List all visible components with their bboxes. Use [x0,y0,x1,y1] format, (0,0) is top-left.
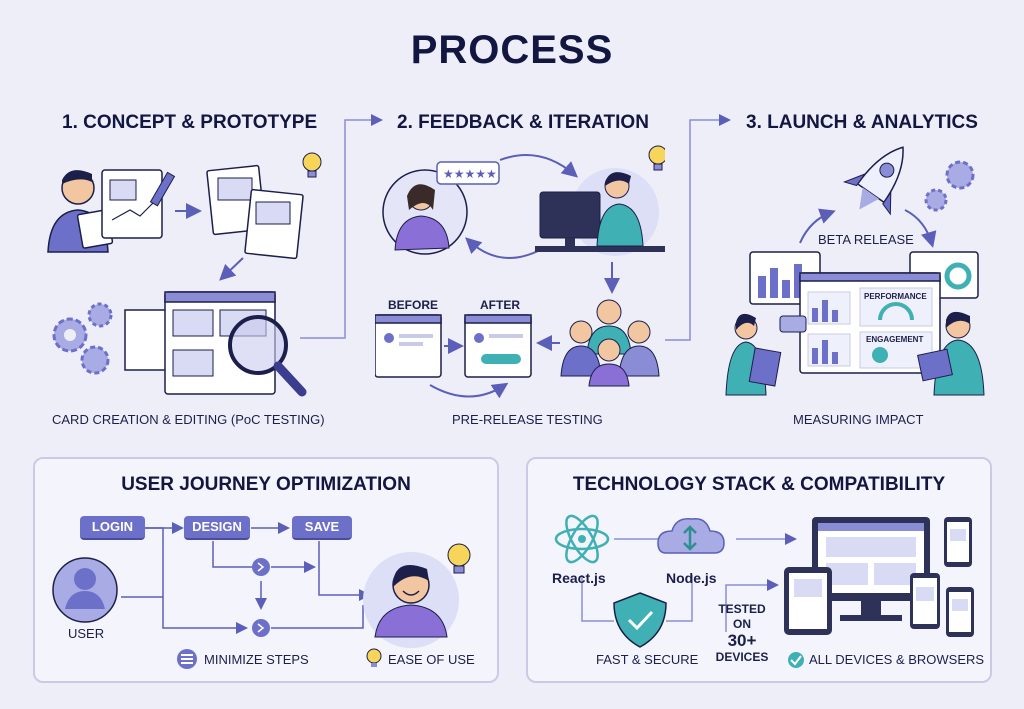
svg-text:★★★★★: ★★★★★ [443,167,497,181]
login-button[interactable]: LOGIN [80,516,145,540]
step-1-caption: CARD CREATION & EDITING (PoC TESTING) [52,412,325,427]
launch-illustration [725,146,985,396]
step-3-title: 3. LAUNCH & ANALYTICS [746,112,978,133]
step-3-caption: MEASURING IMPACT [793,412,924,427]
user-journey-title: USER JOURNEY OPTIMIZATION [121,474,411,495]
minimize-steps-label: MINIMIZE STEPS [204,652,309,667]
performance-label: PERFORMANCE [864,292,927,301]
design-button[interactable]: DESIGN [184,516,250,540]
node-label: Node.js [666,570,717,586]
tested-line-1: TESTED [718,602,766,616]
ease-of-use-label: EASE OF USE [388,652,475,667]
after-label: AFTER [480,298,520,312]
step-1-title: 1. CONCEPT & PROTOTYPE [62,112,318,133]
user-journey-flow [52,522,471,669]
all-devices-label: ALL DEVICES & BROWSERS [809,652,985,667]
tested-devices-label: TESTED ON 30+ DEVICES [712,602,772,665]
engagement-label: ENGAGEMENT [866,335,924,344]
fast-secure-label: FAST & SECURE [596,652,699,667]
concept-illustration [47,152,322,397]
page-title: PROCESS [410,28,614,72]
save-button[interactable]: SAVE [292,516,352,540]
beta-release-label: BETA RELEASE [818,232,914,247]
react-label: React.js [552,570,606,586]
tested-count: 30+ [727,631,757,650]
step-2-caption: PRE-RELEASE TESTING [452,412,603,427]
before-label: BEFORE [388,298,439,312]
tech-stack-illustration [554,514,974,668]
feedback-illustration: ★★★★★ [375,145,665,387]
tech-stack-title: TECHNOLOGY STACK & COMPATIBILITY [572,474,946,495]
step-2-title: 2. FEEDBACK & ITERATION [397,112,649,133]
tested-line-4: DEVICES [715,650,769,664]
user-label: USER [68,626,105,641]
tested-line-2: ON [733,617,751,631]
